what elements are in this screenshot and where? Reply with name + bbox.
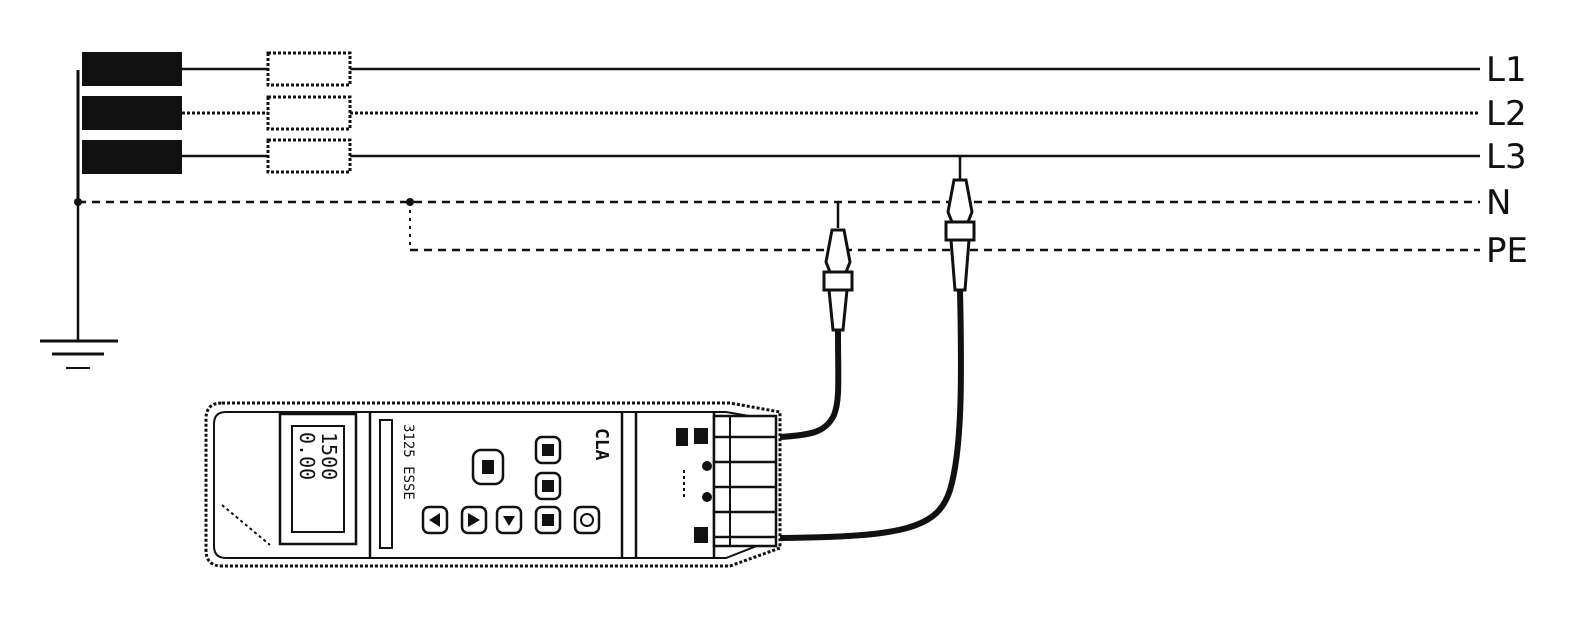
test-probe-neutral — [779, 202, 854, 440]
lcd-screen — [291, 425, 345, 533]
model-label: 3125 ESSE — [400, 424, 416, 500]
brand-label: CLA — [591, 428, 612, 461]
label-n: N — [1486, 183, 1511, 223]
transformer-windings — [76, 52, 182, 200]
conductor-labels: L1 L2 L3 N PE — [1486, 50, 1528, 271]
lcd-reading-2: 1500 — [317, 432, 341, 480]
lcd-reading-1: 0.00 — [295, 432, 319, 480]
fuse-l3 — [266, 138, 352, 174]
fuse-l2 — [266, 95, 352, 131]
earth-ground-symbol — [40, 202, 118, 369]
label-l3: L3 — [1486, 137, 1527, 177]
conductor-lines — [74, 67, 1480, 252]
test-probe-l3 — [779, 156, 976, 541]
pe-n-junction — [406, 198, 414, 206]
fuses — [266, 51, 352, 174]
installation-tester-instrument: 0.00 1500 3125 ESSE CLA — [204, 401, 782, 568]
winding-l1 — [82, 52, 182, 86]
label-pe: PE — [1486, 231, 1528, 271]
terminal-block — [712, 414, 778, 548]
key-power — [573, 505, 601, 535]
fuse-l1 — [266, 51, 352, 87]
label-l1: L1 — [1486, 50, 1527, 90]
winding-l3 — [82, 140, 182, 174]
label-l2: L2 — [1486, 94, 1527, 134]
winding-l2 — [82, 96, 182, 130]
